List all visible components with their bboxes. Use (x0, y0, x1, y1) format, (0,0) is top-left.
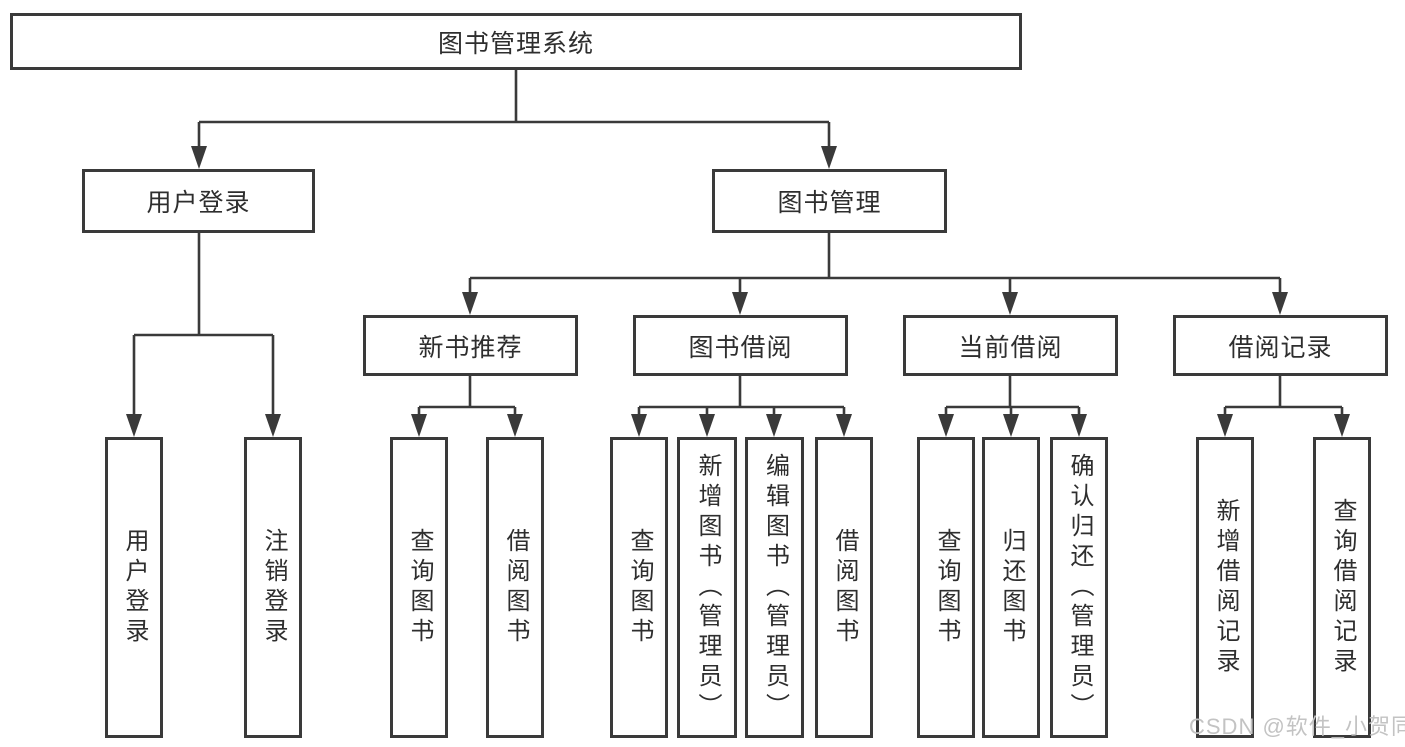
arrowhead (1071, 414, 1087, 437)
node-borrowing-records: 借阅记录 (1173, 315, 1388, 376)
node-label: 查询图书 (626, 527, 653, 648)
leaf-add-books-admin: 新增图书（管理员） (677, 437, 737, 738)
arrowhead (732, 292, 748, 315)
node-user-login: 用户登录 (82, 169, 315, 233)
arrowhead (1003, 414, 1019, 437)
arrowhead (1272, 292, 1288, 315)
connector-new-book-recommend-to-leaves (417, 376, 517, 414)
arrowhead (265, 414, 281, 437)
connector-borrowing-records-to-leaves (1223, 376, 1344, 414)
leaf-logout: 注销登录 (244, 437, 302, 738)
node-current-borrowing: 当前借阅 (903, 315, 1118, 376)
leaf-add-borrow-record: 新增借阅记录 (1196, 437, 1254, 738)
node-label: 注销登录 (260, 527, 287, 648)
arrowhead (631, 414, 647, 437)
node-label: 查询图书 (933, 527, 960, 648)
node-label: 用户登录 (146, 189, 251, 217)
leaf-borrow-books-2: 借阅图书 (815, 437, 873, 738)
arrowhead (821, 146, 837, 169)
leaf-edit-books-admin: 编辑图书（管理员） (745, 437, 804, 738)
arrowhead (766, 414, 782, 437)
node-label: 借阅记录 (1228, 333, 1333, 362)
node-label: 当前借阅 (958, 333, 1063, 362)
leaf-confirm-return-admin: 确认归还（管理员） (1050, 437, 1108, 738)
node-book-management: 图书管理 (712, 169, 947, 233)
arrowhead (1217, 414, 1233, 437)
connector-book-borrowing-to-leaves (637, 376, 846, 414)
connector-root-to-level2 (197, 70, 831, 148)
connector-book-management-to-level3 (468, 233, 1282, 292)
node-label: 图书管理 (777, 189, 882, 217)
arrowhead (699, 414, 715, 437)
arrowhead (1002, 292, 1018, 315)
connector-user-login-to-leaves (132, 233, 275, 414)
node-label: 确认归还（管理员） (1066, 452, 1093, 723)
csdn-watermark: CSDN @软件_小贺同学 (1189, 714, 1405, 739)
leaf-query-books-3: 查询图书 (917, 437, 975, 738)
arrowhead (1334, 414, 1350, 437)
node-label: 编辑图书（管理员） (761, 452, 789, 723)
node-new-book-recommend: 新书推荐 (363, 315, 578, 376)
arrowhead (938, 414, 954, 437)
node-book-borrowing: 图书借阅 (633, 315, 848, 376)
leaf-query-books-2: 查询图书 (610, 437, 668, 738)
leaf-return-books: 归还图书 (982, 437, 1040, 738)
leaf-query-books-1: 查询图书 (390, 437, 448, 738)
arrowhead (462, 292, 478, 315)
leaf-query-borrow-record: 查询借阅记录 (1313, 437, 1371, 738)
node-label: 查询图书 (406, 527, 433, 648)
arrowhead (411, 414, 427, 437)
arrowhead (126, 414, 142, 437)
arrowhead (191, 146, 207, 169)
node-label: 查询借阅记录 (1329, 497, 1356, 678)
node-label: 用户登录 (121, 527, 148, 648)
leaf-user-login: 用户登录 (105, 437, 163, 738)
node-label: 借阅图书 (831, 527, 858, 648)
arrowhead (507, 414, 523, 437)
node-label: 新增图书（管理员） (694, 452, 721, 723)
node-label: 归还图书 (998, 527, 1025, 648)
arrowhead (836, 414, 852, 437)
node-label: 新书推荐 (418, 333, 523, 362)
connector-current-borrowing-to-leaves (944, 376, 1081, 414)
node-label: 借阅图书 (502, 527, 529, 648)
node-label: 新增借阅记录 (1212, 497, 1239, 678)
node-library-management-system: 图书管理系统 (10, 13, 1022, 70)
node-label: 图书管理系统 (437, 29, 594, 58)
node-label: 图书借阅 (688, 333, 793, 362)
leaf-borrow-books-1: 借阅图书 (486, 437, 544, 738)
